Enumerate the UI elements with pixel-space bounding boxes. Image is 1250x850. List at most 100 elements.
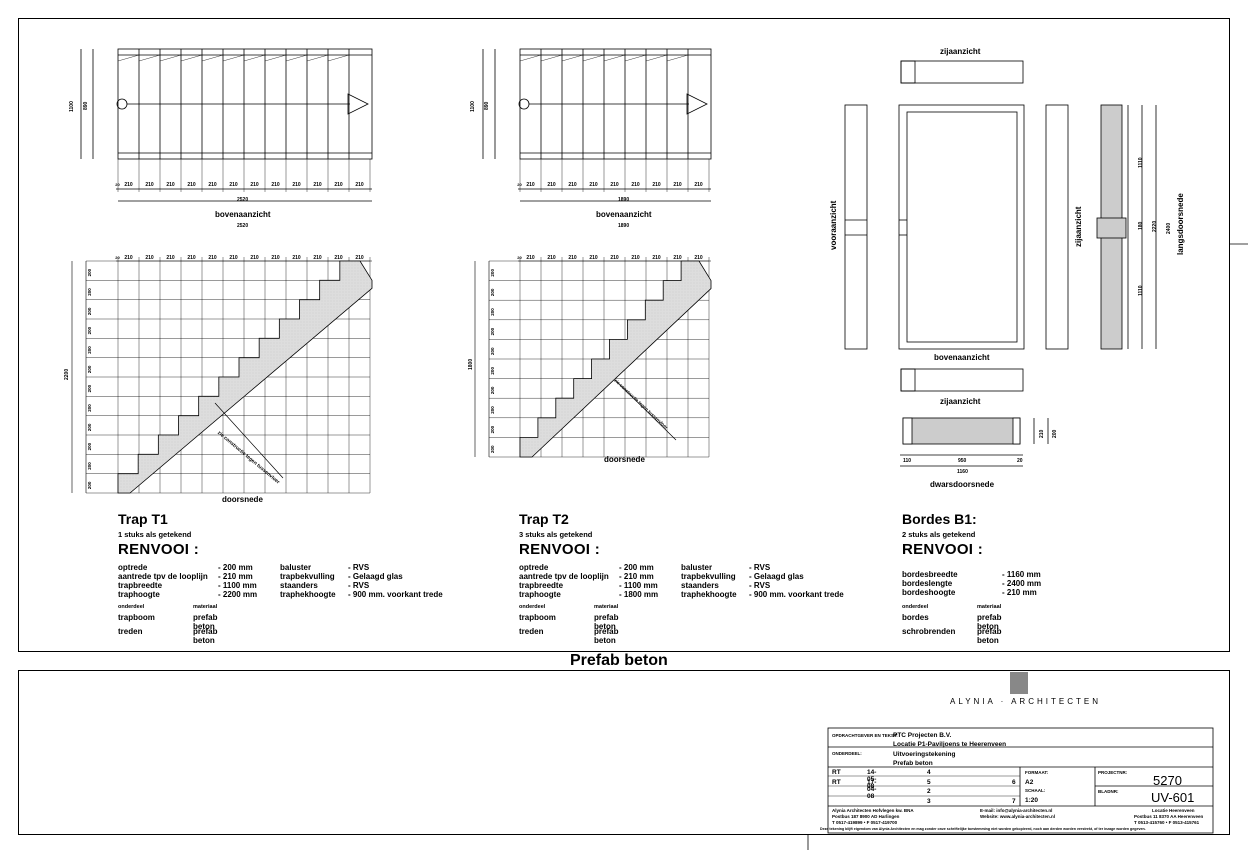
material-part: schrobrenden: [902, 627, 956, 636]
spec-cell: - 210 mm: [1002, 588, 1037, 597]
schaal-label: SCHAAL:: [1025, 788, 1046, 793]
t2-section-label: doorsnede: [604, 455, 645, 464]
side-view-top: [900, 60, 1024, 84]
riser-dim: 200: [87, 423, 92, 431]
spec-cell: - 1100 mm: [218, 581, 257, 590]
riser-dim: 200: [490, 269, 495, 277]
side-view-right: [1045, 104, 1069, 350]
b1-dim-20: 20: [1017, 458, 1023, 464]
riser-dim: 200: [490, 406, 495, 414]
b1-dim-950: 950: [958, 458, 967, 464]
materials-header-cell: onderdeel: [519, 604, 546, 610]
cross-section-end: [902, 417, 913, 445]
plan-view-inner: [906, 111, 1018, 343]
t1-height-dim: 2200: [64, 368, 70, 380]
loc-phone: T 0513-415760 • F 0513-415761: [1134, 820, 1200, 825]
spec-cell: - 900 mm. voorkant trede: [348, 590, 443, 599]
t1-title: Trap T1: [118, 511, 168, 527]
tread-dim: 210: [526, 255, 535, 261]
front-view: [844, 104, 868, 350]
materials-header-cell: materiaal: [193, 604, 218, 610]
stair-outline: [117, 48, 373, 160]
tread-dim: 210: [187, 182, 196, 188]
titleblock-lines: [807, 727, 1214, 850]
b1-label-bottom: zijaanzicht: [940, 397, 981, 406]
material-value: prefab beton: [977, 627, 1002, 645]
b1-dim-180: 180: [1138, 221, 1144, 230]
t2-title: Trap T2: [519, 511, 569, 527]
logo-mark: [1010, 672, 1028, 694]
project-number: 5270: [1153, 773, 1182, 788]
spec-cell: trapbekvulling: [681, 572, 736, 581]
tread-dim: 210: [568, 182, 577, 188]
b1-label-side-right: zijaanzicht: [1074, 206, 1083, 247]
project-label: PROJECTNR:: [1098, 770, 1128, 775]
drawing-label: ONDERDEEL:: [832, 751, 862, 756]
tread-dim: 210: [355, 182, 364, 188]
blad-number: UV-601: [1151, 790, 1195, 805]
tread-dim: 210: [208, 182, 217, 188]
title-frame: [18, 670, 1230, 835]
office-web: Website: www.alynia-architecten.nl: [980, 814, 1056, 819]
b1-views: [844, 60, 1248, 467]
revision-cell: 2: [927, 788, 931, 796]
spec-cell: baluster: [280, 563, 312, 572]
b1-label-long: langsdoorsnede: [1176, 193, 1185, 255]
office-address: Postbus 187 8900 AD Harlingen: [832, 814, 900, 819]
nosing-line: [264, 54, 287, 62]
t2-height-dim: 1800: [468, 358, 474, 370]
material-part: treden: [519, 627, 544, 636]
nosing-line: [624, 54, 647, 62]
revision-cell: RT: [832, 769, 841, 776]
materials-header-cell: materiaal: [594, 604, 619, 610]
nosing-line: [201, 54, 224, 62]
spec-cell: - 210 mm: [218, 572, 253, 581]
tread-dim: 210: [334, 255, 343, 261]
b1-dim-210: 210: [1039, 429, 1045, 438]
walkline-arrow: [347, 93, 369, 115]
t2-renvooi: RENVOOI :: [519, 541, 601, 558]
tread-dim: 210: [610, 182, 619, 188]
nosing-line: [582, 54, 605, 62]
nosing-line: [306, 54, 329, 62]
nosing-line: [603, 54, 626, 62]
material-value: prefab beton: [193, 627, 218, 645]
material-part: trapboom: [118, 613, 155, 622]
drawing-subject: Prefab beton: [893, 760, 933, 767]
loc-address: Postbus 11 8370 AA Heerenveen: [1134, 814, 1204, 819]
spec-cell: optrede: [118, 563, 148, 572]
edge-dim: 20: [115, 255, 120, 260]
nosing-line: [666, 54, 689, 62]
t2-total-width-2: 1890: [618, 223, 630, 229]
spec-cell: - 1100 mm: [619, 581, 658, 590]
riser-dim: 200: [490, 367, 495, 375]
riser-dim: 200: [490, 288, 495, 296]
spec-cell: aantrede tpv de looplijn: [118, 572, 208, 581]
tread-dim: 210: [631, 255, 640, 261]
sheet-caption: Prefab beton: [570, 652, 668, 669]
tread-dim: 210: [166, 255, 175, 261]
b1-label-top: zijaanzicht: [940, 47, 981, 56]
spec-cell: bordeslengte: [902, 579, 953, 588]
material-value: prefab beton: [193, 613, 218, 631]
riser-dim: 200: [490, 308, 495, 316]
tread-dim: 210: [229, 182, 238, 188]
spec-cell: staanders: [280, 581, 318, 590]
spec-cell: - Gelaagd glas: [749, 572, 804, 581]
b1-dim-2400: 2400: [1166, 222, 1172, 234]
loc-name: Locatie Heerenveen: [1152, 808, 1195, 813]
tread-dim: 210: [673, 255, 682, 261]
formaat-value: A2: [1025, 779, 1034, 786]
material-value: prefab beton: [594, 627, 619, 645]
tread-dim: 210: [292, 255, 301, 261]
tread-dim: 210: [187, 255, 196, 261]
riser-dim: 200: [87, 346, 92, 354]
plan-view-outer: [898, 104, 1025, 350]
tread-dim: 210: [313, 255, 322, 261]
nosing-line: [285, 54, 308, 62]
tread-dim: 210: [673, 182, 682, 188]
riser-dim: 200: [87, 268, 92, 276]
